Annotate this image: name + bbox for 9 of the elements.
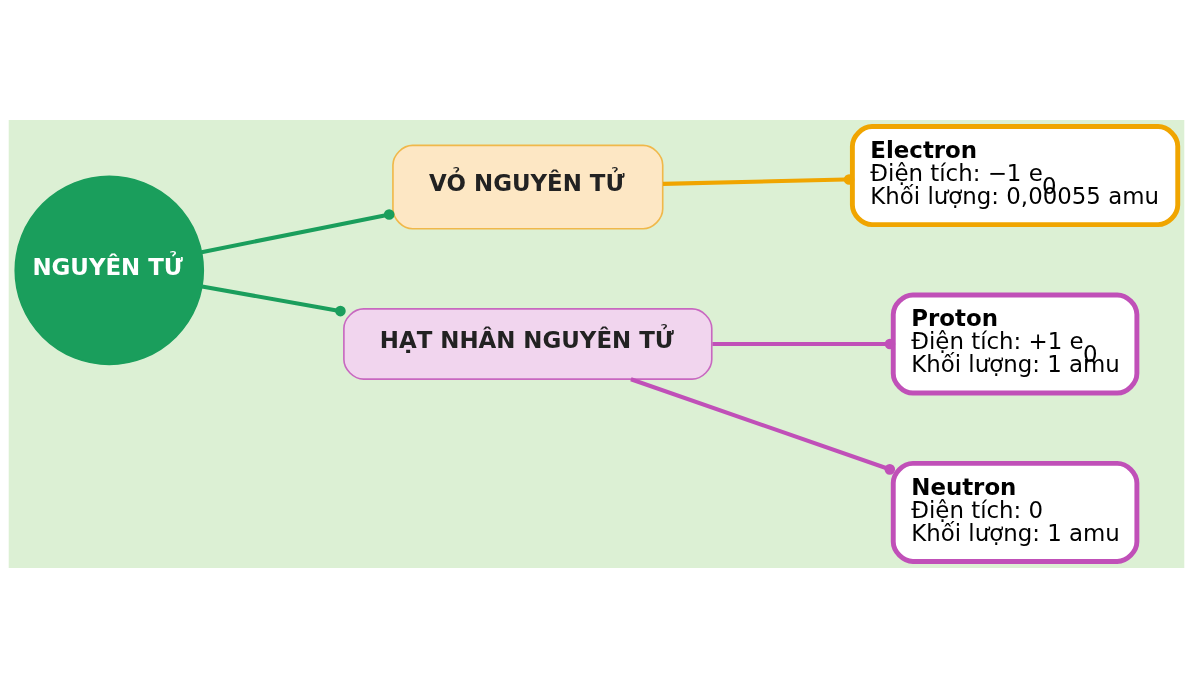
node-box: HẠT NHÂN NGUYÊN TỬ [343,308,713,380]
connector [630,377,896,475]
connector [201,209,395,255]
connector [712,338,896,350]
connector [201,284,346,317]
node-circle: NGUYÊN TỬ [14,175,205,366]
node-box: Neutron Điện tích: 0 Khối lượng: 1 amu [890,460,1140,564]
connector [662,174,855,186]
node-box: VỎ NGUYÊN TỬ [392,144,664,230]
